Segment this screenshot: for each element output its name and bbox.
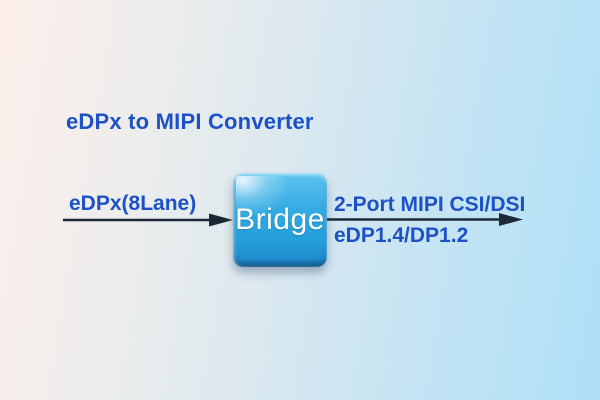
output-right-arrow-icon <box>327 213 523 226</box>
input-flow-label: eDPx(8Lane) <box>69 192 197 215</box>
diagram-title: eDPx to MIPI Converter <box>66 109 314 134</box>
bridge-node: Bridge <box>233 173 327 267</box>
bridge-node-label: Bridge <box>235 203 325 236</box>
output-flow-label-bottom: eDP1.4/DP1.2 <box>334 224 469 247</box>
input-right-arrow-icon <box>63 213 233 227</box>
output-flow-label-top: 2-Port MIPI CSI/DSI <box>334 193 526 216</box>
